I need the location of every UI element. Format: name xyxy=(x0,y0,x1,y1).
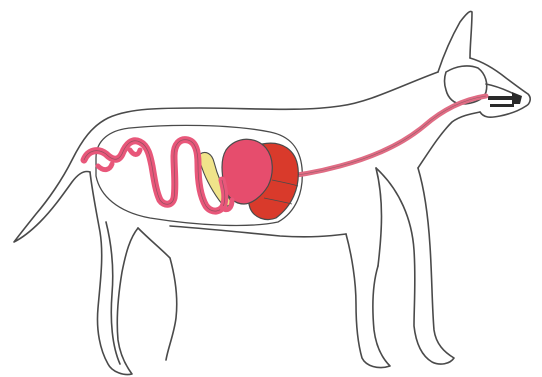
teeth xyxy=(488,92,522,107)
ear-outline xyxy=(438,11,472,72)
dog-outline xyxy=(14,72,480,375)
small-intestine xyxy=(84,140,225,211)
